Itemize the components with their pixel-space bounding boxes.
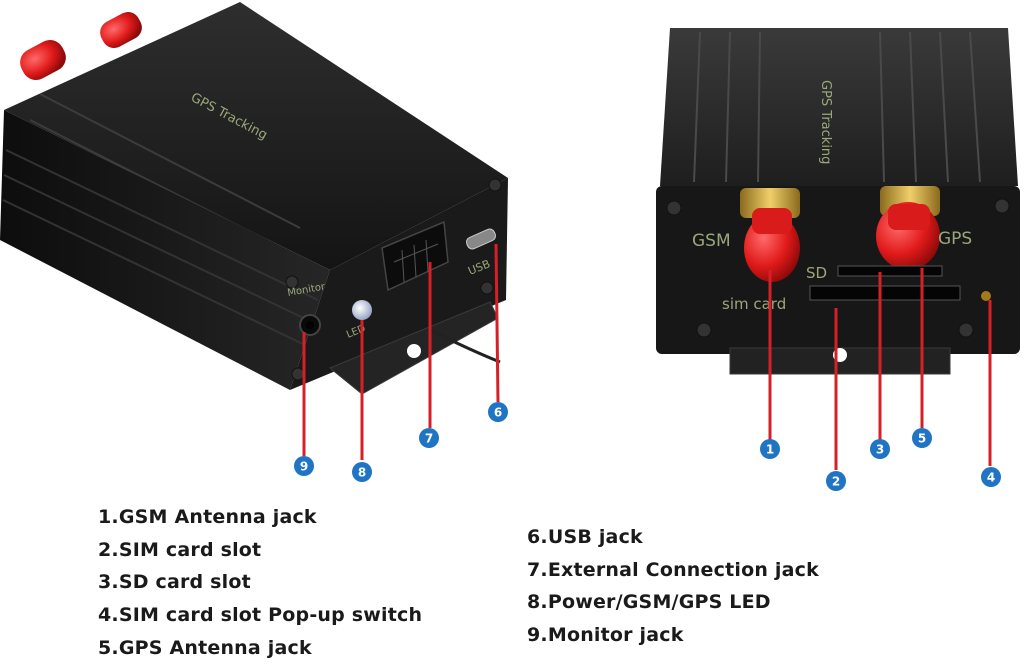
mount-hole [407, 344, 421, 358]
legend-item: 5.GPS Antenna jack [98, 636, 312, 659]
callout-badge-4: 4 [981, 467, 1001, 487]
usb-jack [465, 228, 497, 250]
gps-antenna [876, 186, 940, 270]
callout-badges: 1 2 3 4 5 6 7 8 [294, 402, 1001, 491]
right-top-ridges [693, 31, 981, 183]
right-device: GPS Tracking GSM GPS SD sim card [656, 28, 1020, 375]
gsm-antenna [740, 188, 800, 282]
left-antenna-front [20, 40, 66, 80]
legend-item: 6.USB jack [527, 526, 643, 548]
callout-number: 9 [300, 460, 308, 474]
callout-number: 2 [832, 475, 840, 489]
right-top-surface [660, 28, 1018, 186]
screw-icon [696, 322, 712, 338]
left-cable [429, 328, 501, 364]
callout-number: 8 [358, 466, 366, 480]
callout-badge-1: 1 [760, 439, 780, 459]
callout-badge-3: 3 [870, 439, 890, 459]
right-brand-text: GPS Tracking [818, 80, 833, 164]
label-gsm: GSM [692, 231, 731, 251]
legend-item: 4.SIM card slot Pop-up switch [98, 604, 423, 627]
label-sd: SD [806, 264, 827, 282]
callout-number: 7 [425, 432, 433, 446]
led-indicator [352, 300, 372, 320]
callout-number: 4 [987, 471, 995, 485]
label-gps: GPS [938, 229, 972, 249]
callout-number: 6 [494, 406, 502, 420]
callout-badge-6: 6 [488, 402, 508, 422]
screw-icon [285, 275, 299, 289]
legend-left: 1.GSM Antenna jack 2.SIM card slot 3.SD … [98, 501, 422, 664]
sim-popup-switch [981, 291, 991, 301]
left-device: GPS Tracking Monitor LED USB [0, 2, 508, 395]
screw-icon [666, 200, 682, 216]
screw-icon [291, 367, 305, 381]
legend-item: 9.Monitor jack [527, 624, 684, 647]
callout-number: 3 [876, 443, 884, 457]
callout-badge-9: 9 [294, 456, 314, 476]
external-connection-jack [381, 220, 449, 292]
legend-item: 1.GSM Antenna jack [98, 506, 317, 528]
callout-badge-2: 2 [826, 471, 846, 491]
legend-item: 7.External Connection jack [527, 558, 819, 581]
callout-line-6 [494, 243, 500, 403]
left-side-ridges [2, 149, 319, 346]
callout-badge-5: 5 [912, 428, 932, 448]
callout-badge-8: 8 [352, 462, 372, 482]
callout-number: 1 [766, 443, 774, 457]
screw-icon [488, 178, 502, 192]
left-side-surface [0, 110, 330, 390]
callout-number: 5 [918, 432, 926, 446]
legend-item: 2.SIM card slot [98, 538, 262, 561]
callout-badge-7: 7 [419, 428, 439, 448]
label-sim-card: sim card [722, 295, 786, 313]
left-antenna-back [100, 12, 142, 48]
left-top-surface [4, 2, 508, 270]
screw-icon [480, 281, 494, 295]
sd-card-slot [837, 265, 943, 277]
legend-item: 8.Power/GSM/GPS LED [527, 591, 771, 614]
sim-card-slot [809, 285, 961, 301]
screw-icon [958, 322, 974, 338]
screw-icon [994, 198, 1010, 214]
legend-right: 6.USB jack 7.External Connection jack 8.… [527, 521, 819, 652]
legend-item: 3.SD card slot [98, 571, 251, 594]
callout-lines [302, 243, 992, 470]
